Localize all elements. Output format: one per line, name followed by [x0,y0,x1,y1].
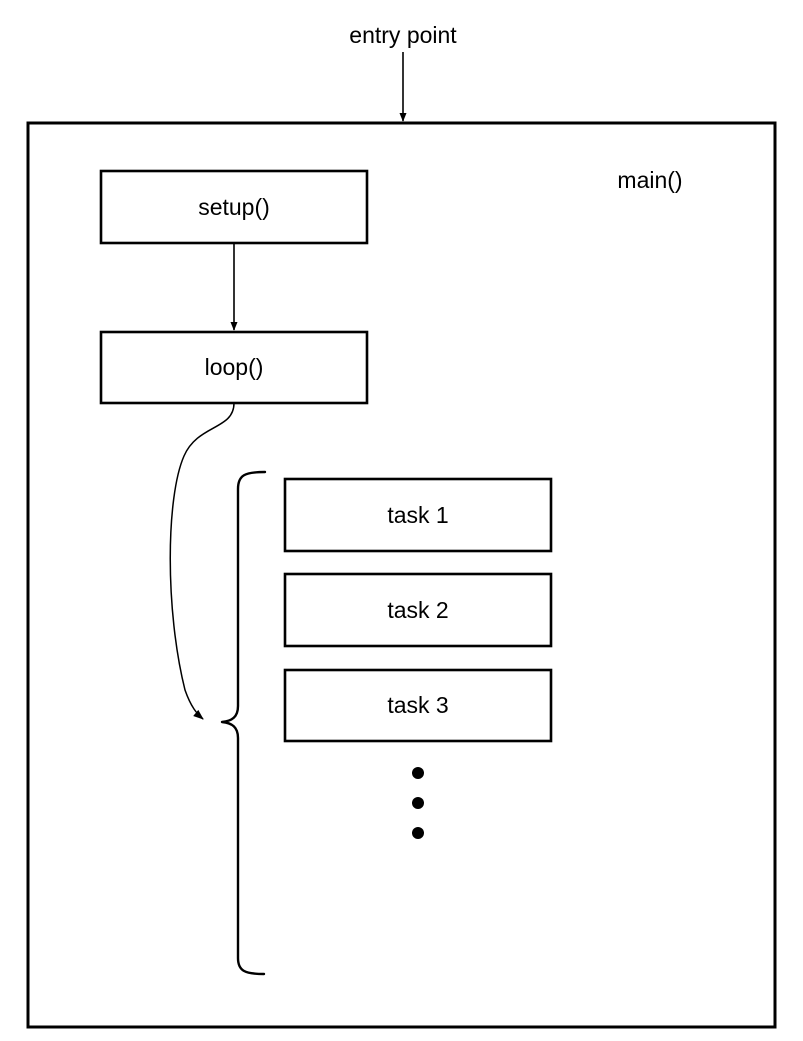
entry-point-label: entry point [349,21,457,48]
loop-to-tasks-curved-arrow [169,402,235,720]
task-2-node-box[interactable] [283,572,553,648]
main-scope-box [26,121,777,1029]
task-3-node-box[interactable] [283,668,553,743]
loop-node-label: loop() [204,354,264,380]
ellipsis-dot-icon [412,827,424,839]
task-2-node-label: task 2 [387,596,449,623]
main-scope-label: main() [617,166,683,193]
task-1-node-box[interactable] [283,477,553,553]
ellipsis-dot-icon [412,767,424,779]
ellipsis-dot-icon [412,797,424,809]
task-group-brace [220,470,267,976]
task-1-node-label: task 1 [387,501,449,528]
task-3-node-label: task 3 [387,692,449,718]
setup-node-label: setup() [198,193,270,220]
